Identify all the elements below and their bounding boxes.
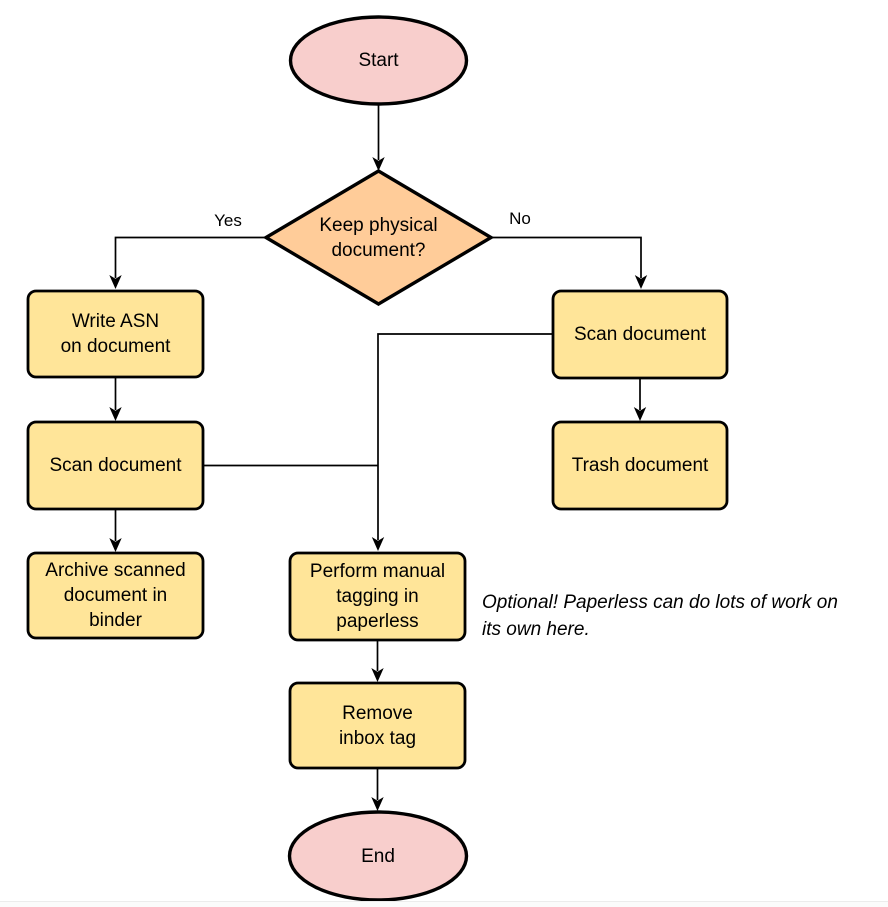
scan-document-right-node-label: Scan document	[573, 324, 707, 345]
arrowhead-scan-to-trash	[633, 407, 647, 421]
archive-box-shape	[26, 551, 205, 640]
scan-document-left-node-label: Scan document	[49, 455, 182, 476]
start-terminator-shape	[288, 15, 469, 106]
arrowhead-start-to-decision	[372, 157, 385, 171]
arrowhead-decision-yes	[109, 275, 122, 289]
trash-document-node-label: Trash document	[571, 455, 709, 476]
decision-diamond-shape	[262, 169, 495, 306]
archive-node-label: Archive scanned document in binder	[45, 560, 186, 631]
scan-document-left-box-shape	[26, 420, 205, 511]
arrowhead-writeasn-to-scan	[109, 407, 122, 421]
no-edge-label: No	[509, 209, 531, 228]
write-asn-box-shape	[26, 289, 205, 379]
scan-document-right-box-shape	[551, 289, 729, 380]
end-node-label: End	[361, 845, 395, 867]
arrowhead-decision-no	[634, 275, 648, 289]
edge-decision-no	[491, 236, 642, 278]
arrowhead-scan-to-archive	[109, 538, 122, 552]
arrowhead-remove-to-end	[371, 797, 384, 811]
edge-decision-yes	[114, 236, 266, 278]
arrowhead-tagging-to-remove	[371, 668, 384, 682]
start-node-label: Start	[358, 50, 399, 71]
edge-scanright-to-tagging	[377, 333, 553, 540]
trash-document-box-shape	[551, 420, 729, 511]
decision-node-label: Keep physical document?	[319, 214, 438, 261]
write-asn-node-label: Write ASN on document	[60, 311, 171, 357]
manual-tagging-node-label: Perform manual tagging in paperless	[309, 561, 446, 632]
end-terminator-shape	[287, 810, 469, 902]
arrowhead-join-to-tagging	[371, 537, 385, 551]
optional-annotation-text: Optional! Paperless can do lots of work …	[482, 592, 838, 640]
yes-edge-label: Yes	[214, 211, 242, 230]
remove-inbox-tag-node-label: Remove inbox tag	[338, 702, 417, 749]
remove-inbox-tag-box-shape	[288, 681, 467, 770]
page-bottom-edge	[0, 901, 888, 907]
manual-tagging-box-shape	[288, 551, 467, 642]
